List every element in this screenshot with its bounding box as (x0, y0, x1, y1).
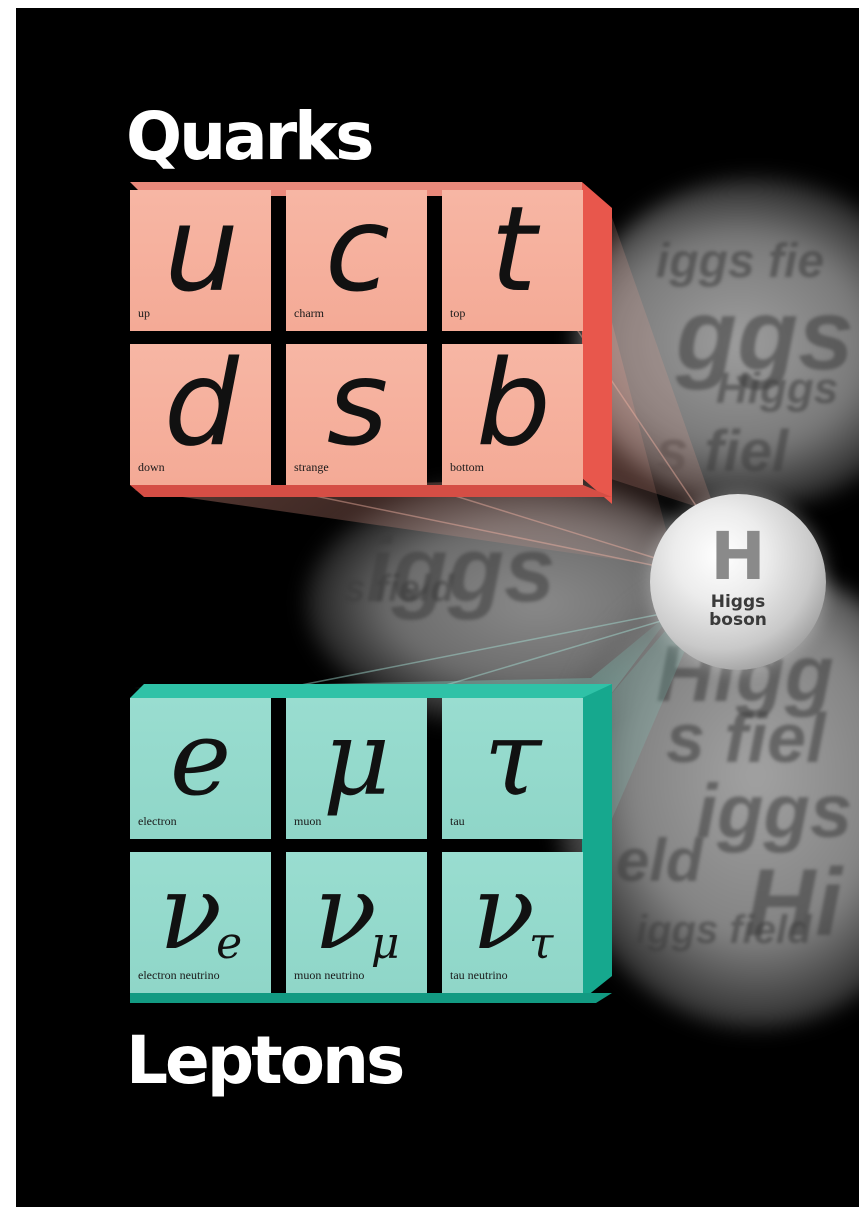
lepton-symbol: ντ (442, 860, 583, 964)
quark-block-right-face (582, 182, 612, 504)
quark-symbol: s (286, 344, 427, 462)
particle-poster: iggs fie ggs Higgs s fiel s field iggs H… (16, 8, 859, 1207)
quark-charm: c charm (286, 190, 427, 331)
quark-grid: u up c charm t top d down s strange b bo… (130, 182, 610, 494)
quark-symbol: b (442, 344, 583, 462)
quark-symbol: d (130, 344, 271, 462)
quarks-title: Quarks (126, 104, 371, 170)
quark-name: down (138, 460, 165, 475)
quark-down: d down (130, 344, 271, 485)
quark-name: charm (294, 306, 324, 321)
quark-name: strange (294, 460, 329, 475)
higgs-boson-sphere: H Higgs boson (650, 494, 826, 670)
quark-ray-beam (608, 206, 716, 513)
lepton-muon-neutrino: νμ muon neutrino (286, 852, 427, 993)
lepton-electron: e electron (130, 698, 271, 839)
higgs-label: Higgs boson (650, 594, 826, 630)
lepton-name: muon (294, 814, 321, 829)
quark-bottom: b bottom (442, 344, 583, 485)
lepton-block-right-face (582, 684, 612, 1000)
lepton-tau: τ tau (442, 698, 583, 839)
quark-symbol: c (286, 190, 427, 308)
lepton-name: tau neutrino (450, 968, 508, 983)
lepton-muon: μ muon (286, 698, 427, 839)
lepton-symbol: νe (130, 860, 271, 964)
lepton-ray-beam (608, 618, 686, 828)
lepton-electron-neutrino: νe electron neutrino (130, 852, 271, 993)
lepton-name: electron (138, 814, 177, 829)
lepton-symbol: τ (442, 706, 583, 810)
higgs-symbol: H (650, 524, 826, 590)
quark-symbol: u (130, 190, 271, 308)
lepton-symbol: μ (286, 706, 427, 810)
lepton-name: muon neutrino (294, 968, 364, 983)
quark-name: up (138, 306, 150, 321)
lepton-symbol: νμ (286, 860, 427, 964)
quark-name: bottom (450, 460, 484, 475)
leptons-title: Leptons (126, 1028, 402, 1094)
quark-name: top (450, 306, 465, 321)
quark-strange: s strange (286, 344, 427, 485)
lepton-name: tau (450, 814, 465, 829)
lepton-symbol: e (130, 706, 271, 810)
quark-symbol: t (442, 190, 583, 308)
lepton-name: electron neutrino (138, 968, 220, 983)
lepton-tau-neutrino: ντ tau neutrino (442, 852, 583, 993)
quark-top: t top (442, 190, 583, 331)
lepton-block-bottom-face (130, 993, 612, 1003)
lepton-block-top-face (130, 684, 612, 698)
quark-block-bottom-face (130, 485, 612, 497)
lepton-grid: e electron μ muon τ tau νe electron neut… (130, 684, 610, 996)
quark-up: u up (130, 190, 271, 331)
